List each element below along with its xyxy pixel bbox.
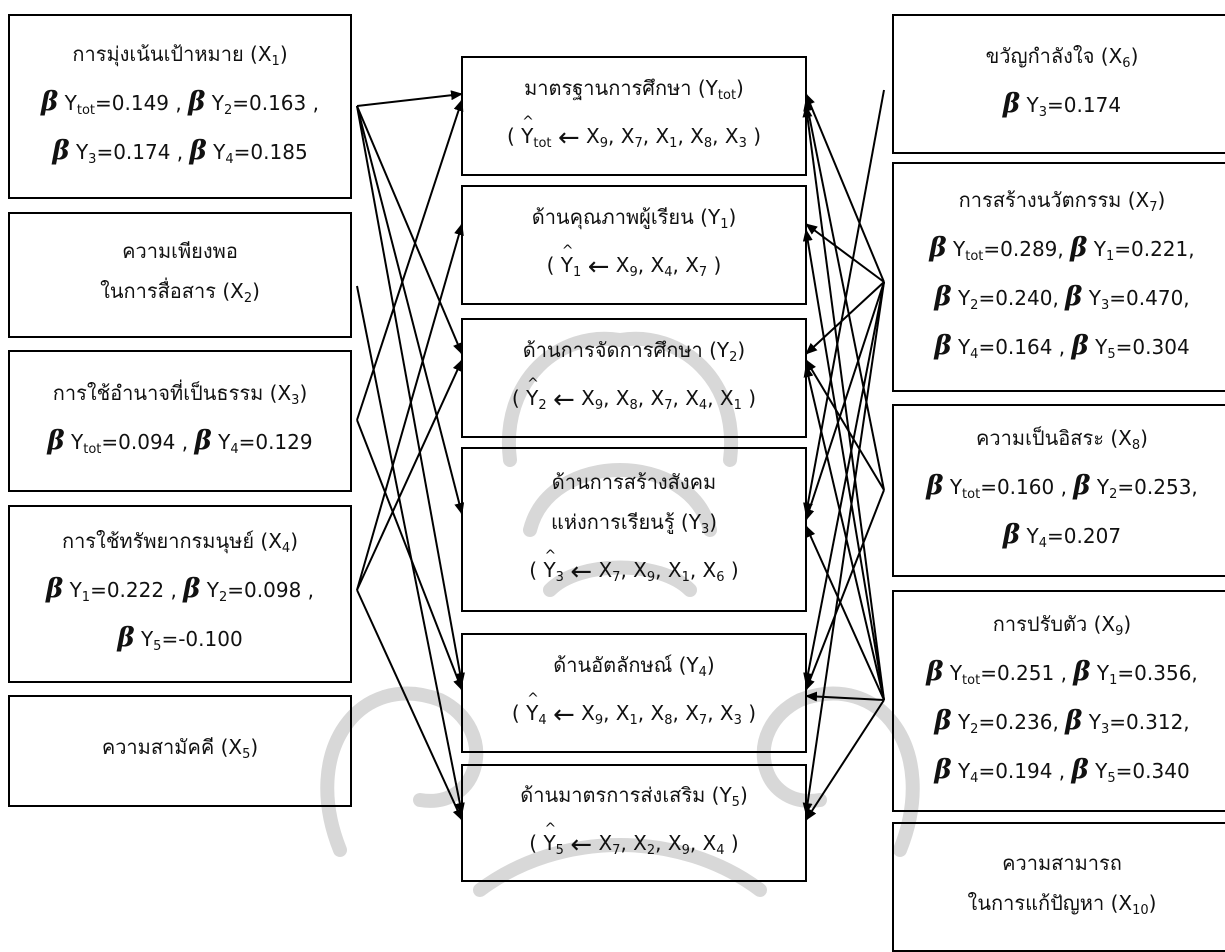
regression-equation: ( Y5 ← X7, X2, X9, X4 )	[529, 809, 738, 871]
beta-row: β Ytot=0.251 , β Y1=0.356,	[926, 656, 1198, 688]
arrow-x8-to-y4	[805, 489, 885, 691]
predictor-box-x1: การมุ่งเน้นเป้าหมาย (X1) β Ytot=0.149 , …	[8, 14, 352, 199]
arrow-x9-to-ytot	[802, 105, 885, 701]
beta-row: β Y4=0.194 , β Y5=0.340	[934, 754, 1190, 786]
outcome-name: ด้านคุณภาพผู้เรียน (Y	[531, 205, 721, 229]
arrow-x3-to-ytot	[356, 99, 464, 421]
beta-row: β Ytot=0.289, β Y1=0.221,	[929, 232, 1195, 264]
arrow-x4-to-y2	[356, 359, 463, 591]
predictor-name: ขวัญกำลังใจ (X	[985, 43, 1123, 68]
beta-row: β Y3=0.174	[1002, 88, 1122, 120]
regression-equation: ( Y3 ← X7, X9, X1, X6 )	[529, 536, 738, 598]
outcome-name: แห่งการเรียนรู้ (Y	[550, 509, 701, 534]
predictor-box-x7: การสร้างนวัตกรรม (X7) β Ytot=0.289, β Y1…	[892, 162, 1225, 392]
beta-row: β Ytot=0.160 , β Y2=0.253,	[926, 470, 1198, 502]
arrow-x2-to-y5	[356, 285, 465, 815]
predictor-box-x6: ขวัญกำลังใจ (X6) β Y3=0.174	[892, 14, 1225, 154]
outcome-box-y1: ด้านคุณภาพผู้เรียน (Y1) ( Y1 ← X9, X4, X…	[461, 185, 807, 305]
predictor-name: การสร้างนวัตกรรม (X	[958, 187, 1150, 212]
arrow-x8-to-y2	[805, 359, 885, 491]
outcome-box-ytot: มาตรฐานการศึกษา (Ytot) ( Ytot ← X9, X7, …	[461, 56, 807, 176]
predictor-name: ในการสื่อสาร (X	[100, 279, 244, 303]
predictor-box-x10: ความสามารถ ในการแก้ปัญหา (X10)	[892, 822, 1225, 952]
predictor-box-x8: ความเป็นอิสระ (X8) β Ytot=0.160 , β Y2=0…	[892, 404, 1225, 577]
arrow-x7-to-y2	[805, 281, 885, 355]
arrow-x1-to-y2	[356, 105, 463, 355]
predictor-box-x5: ความสามัคคี (X5)	[8, 695, 352, 807]
watermark-emblem	[320, 331, 920, 897]
predictor-name: การใช้ทรัพยากรมนุษย์ (X	[61, 529, 282, 553]
outcome-name: ด้านการจัดการศึกษา (Y	[522, 338, 730, 362]
predictor-name: การใช้อำนาจที่เป็นธรรม (X	[52, 380, 292, 405]
arrow-x8-to-ytot	[803, 99, 885, 491]
arrow-x9-to-y3	[805, 525, 885, 701]
arrow-x1-to-ytot	[356, 90, 463, 107]
beta-row: β Ytot=0.149 , β Y2=0.163 ,	[41, 86, 319, 118]
predictor-box-x3: การใช้อำนาจที่เป็นธรรม (X3) β Ytot=0.094…	[8, 350, 352, 492]
arrow-x7-to-y1	[805, 223, 885, 283]
outcome-name: ด้านอัตลักษณ์ (Y	[553, 653, 699, 677]
regression-equation: ( Y1 ← X9, X4, X7 )	[547, 231, 722, 293]
arrow-x9-to-y2	[803, 365, 885, 701]
beta-row: β Y4=0.207	[1002, 519, 1122, 551]
arrow-x7-to-ytot	[805, 93, 885, 283]
regression-equation: ( Y4 ← X9, X1, X8, X7, X3 )	[512, 679, 756, 741]
beta-row: β Y2=0.240, β Y3=0.470,	[934, 281, 1190, 313]
arrow-x6-to-y3	[803, 89, 885, 515]
beta-row: β Y5=-0.100	[117, 623, 243, 654]
predictor-box-x9: การปรับตัว (X9) β Ytot=0.251 , β Y1=0.35…	[892, 590, 1225, 812]
arrow-x9-to-y5	[805, 699, 885, 821]
arrow-x1-to-y4	[356, 105, 465, 685]
arrow-x7-to-y5	[802, 281, 885, 815]
regression-equation: ( Ytot ← X9, X7, X1, X8, X3 )	[507, 102, 761, 164]
outcome-name: ด้านมาตรการส่งเสริม (Y	[520, 783, 732, 807]
outcome-box-y4: ด้านอัตลักษณ์ (Y4) ( Y4 ← X9, X1, X8, X7…	[461, 633, 807, 753]
arrow-x9-to-y1	[802, 229, 885, 701]
predictor-name: ในการแก้ปัญหา (X	[967, 891, 1133, 915]
arrow-x4-to-y5	[356, 589, 463, 821]
regression-equation: ( Y2 ← X9, X8, X7, X4, X1 )	[512, 364, 756, 426]
beta-row: β Ytot=0.094 , β Y4=0.129	[47, 425, 313, 457]
predictor-name: การมุ่งเน้นเป้าหมาย (X	[72, 41, 272, 66]
outcome-box-y2: ด้านการจัดการศึกษา (Y2) ( Y2 ← X9, X8, X…	[461, 318, 807, 438]
predictor-name: ความเป็นอิสระ (X	[976, 425, 1132, 450]
arrow-x3-to-y4	[356, 419, 463, 691]
arrow-x9-to-y4	[805, 691, 885, 702]
beta-row: β Y2=0.236, β Y3=0.312,	[934, 705, 1190, 737]
outcome-box-y3: ด้านการสร้างสังคม แห่งการเรียนรู้ (Y3) (…	[461, 447, 807, 612]
arrow-x7-to-y4	[803, 281, 885, 685]
predictor-box-x2: ความเพียงพอ ในการสื่อสาร (X2)	[8, 212, 352, 338]
beta-row: β Y3=0.174 , β Y4=0.185	[52, 135, 308, 167]
beta-row: β Y4=0.164 , β Y5=0.304	[934, 330, 1190, 362]
outcome-name: มาตรฐานการศึกษา (Y	[524, 76, 718, 100]
predictor-name: ความสามัคคี (X	[101, 735, 243, 759]
arrow-x4-to-y1	[356, 223, 464, 591]
predictor-name: การปรับตัว (X	[992, 611, 1116, 636]
predictor-box-x4: การใช้ทรัพยากรมนุษย์ (X4) β Y1=0.222 , β…	[8, 505, 352, 683]
beta-row: β Y1=0.222 , β Y2=0.098 ,	[45, 574, 315, 605]
arrow-x1-to-y3	[356, 105, 465, 515]
outcome-box-y5: ด้านมาตรการส่งเสริม (Y5) ( Y5 ← X7, X2, …	[461, 764, 807, 882]
